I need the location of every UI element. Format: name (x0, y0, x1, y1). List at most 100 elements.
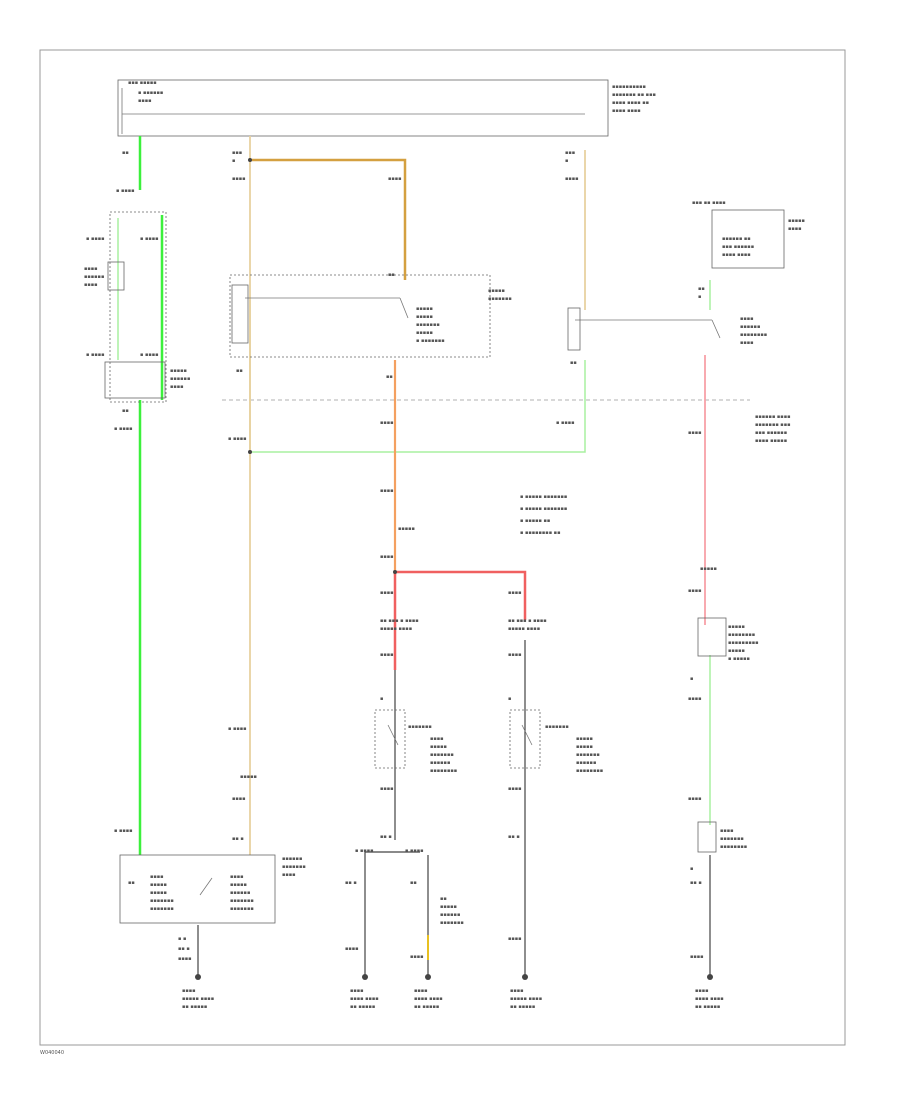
svg-text:▪ ▪▪▪▪: ▪ ▪▪▪▪ (228, 726, 247, 732)
svg-text:▪▪▪▪▪ ▪▪▪▪: ▪▪▪▪▪ ▪▪▪▪ (510, 996, 542, 1002)
bottom-center-connector: ▪▪ ▪▪▪▪▪ ▪▪▪▪▪▪ ▪▪▪▪▪▪▪ (440, 896, 464, 926)
svg-text:▪▪ ▪▪▪ ▪ ▪▪▪▪: ▪▪ ▪▪▪ ▪ ▪▪▪▪ (380, 618, 419, 624)
svg-text:▪: ▪ (690, 676, 693, 682)
svg-text:▪▪▪ ▪▪ ▪▪▪▪: ▪▪▪ ▪▪ ▪▪▪▪ (692, 200, 726, 206)
svg-text:▪▪▪▪▪▪▪▪▪▪: ▪▪▪▪▪▪▪▪▪▪ (612, 84, 646, 90)
svg-text:▪▪▪▪: ▪▪▪▪ (230, 874, 244, 880)
svg-text:▪▪▪▪▪: ▪▪▪▪▪ (728, 624, 745, 630)
svg-text:▪ ▪▪▪▪: ▪ ▪▪▪▪ (114, 828, 133, 834)
svg-text:▪ ▪▪▪▪▪ ▪▪▪▪▪▪▪: ▪ ▪▪▪▪▪ ▪▪▪▪▪▪▪ (520, 494, 567, 500)
svg-text:▪▪: ▪▪ (236, 368, 243, 374)
wire-light-green-return (249, 300, 586, 453)
svg-text:▪▪▪▪: ▪▪▪▪ (388, 176, 402, 182)
svg-text:▪▪▪: ▪▪▪ (565, 150, 575, 156)
svg-text:▪▪: ▪▪ (128, 880, 135, 886)
svg-text:▪ ▪: ▪ ▪ (178, 936, 186, 942)
svg-text:▪▪▪▪: ▪▪▪▪ (345, 946, 359, 952)
svg-text:▪ ▪▪▪▪: ▪ ▪▪▪▪ (140, 236, 159, 242)
svg-text:▪▪▪▪ ▪▪▪▪▪: ▪▪▪▪ ▪▪▪▪▪ (755, 438, 787, 444)
svg-text:▪▪ ▪▪▪ ▪ ▪▪▪▪: ▪▪ ▪▪▪ ▪ ▪▪▪▪ (508, 618, 547, 624)
svg-text:▪▪: ▪▪ (440, 896, 447, 902)
svg-text:▪▪▪▪ ▪▪▪▪: ▪▪▪▪ ▪▪▪▪ (722, 252, 751, 258)
svg-text:▪▪▪▪: ▪▪▪▪ (695, 988, 709, 994)
svg-text:▪▪ ▪▪▪▪▪: ▪▪ ▪▪▪▪▪ (414, 1004, 439, 1010)
svg-text:▪▪▪▪: ▪▪▪▪ (414, 988, 428, 994)
svg-text:▪▪▪▪: ▪▪▪▪ (510, 988, 524, 994)
svg-text:▪▪▪▪: ▪▪▪▪ (688, 588, 702, 594)
svg-text:▪▪▪▪: ▪▪▪▪ (380, 652, 394, 658)
svg-text:▪▪▪▪: ▪▪▪▪ (380, 590, 394, 596)
svg-text:▪▪▪▪▪▪▪: ▪▪▪▪▪▪▪ (230, 906, 254, 912)
svg-text:▪▪▪▪▪▪▪: ▪▪▪▪▪▪▪ (576, 752, 600, 758)
svg-text:▪▪▪▪▪: ▪▪▪▪▪ (488, 288, 505, 294)
svg-text:▪▪ ▪: ▪▪ ▪ (345, 880, 357, 886)
svg-text:▪▪▪▪: ▪▪▪▪ (720, 828, 734, 834)
svg-text:▪▪▪▪▪: ▪▪▪▪▪ (416, 330, 433, 336)
svg-text:▪▪▪▪: ▪▪▪▪ (282, 872, 296, 878)
svg-text:▪▪: ▪▪ (122, 408, 129, 414)
svg-text:▪▪ ▪▪▪▪▪: ▪▪ ▪▪▪▪▪ (350, 1004, 375, 1010)
svg-text:▪▪▪▪▪: ▪▪▪▪▪ (440, 904, 457, 910)
svg-text:▪▪▪▪: ▪▪▪▪ (508, 652, 522, 658)
svg-text:▪▪▪▪▪▪▪: ▪▪▪▪▪▪▪ (440, 920, 464, 926)
svg-text:▪▪▪▪▪▪▪▪: ▪▪▪▪▪▪▪▪ (720, 844, 747, 850)
svg-text:▪▪▪▪ ▪▪▪▪: ▪▪▪▪ ▪▪▪▪ (350, 996, 379, 1002)
svg-text:▪: ▪ (690, 866, 693, 872)
right-switch: ▪▪▪▪ ▪▪▪▪▪▪▪ ▪▪▪▪▪▪▪▪ (697, 821, 747, 853)
svg-text:▪▪▪▪▪▪▪▪: ▪▪▪▪▪▪▪▪ (430, 768, 457, 774)
svg-text:▪▪ ▪: ▪▪ ▪ (508, 834, 520, 840)
svg-text:▪: ▪ (565, 158, 568, 164)
svg-text:▪▪▪▪▪▪▪▪▪: ▪▪▪▪▪▪▪▪▪ (728, 640, 759, 646)
svg-text:▪▪▪▪: ▪▪▪▪ (380, 488, 394, 494)
svg-text:▪▪▪ ▪▪▪▪▪: ▪▪▪ ▪▪▪▪▪ (128, 80, 157, 86)
svg-text:▪▪▪▪: ▪▪▪▪ (410, 954, 424, 960)
svg-text:▪▪▪▪▪▪▪: ▪▪▪▪▪▪▪ (230, 898, 254, 904)
svg-text:▪▪ ▪: ▪▪ ▪ (690, 880, 702, 886)
svg-text:▪▪▪▪▪▪: ▪▪▪▪▪▪ (230, 890, 250, 896)
svg-text:▪ ▪▪▪▪: ▪ ▪▪▪▪ (116, 188, 135, 194)
svg-text:▪▪: ▪▪ (386, 374, 393, 380)
svg-text:▪ ▪▪▪▪: ▪ ▪▪▪▪ (355, 848, 374, 854)
diagram-border (39, 49, 846, 1046)
splice-dot-icon (248, 158, 397, 574)
svg-text:▪▪▪▪▪▪: ▪▪▪▪▪▪ (170, 376, 190, 382)
wire-labels: ▪▪ ▪ ▪▪▪▪ ▪ ▪▪▪▪ ▪ ▪▪▪▪ ▪ ▪▪▪▪ ▪ ▪▪▪▪ ▪▪… (86, 150, 717, 962)
svg-text:▪: ▪ (380, 696, 383, 702)
svg-text:▪▪▪▪: ▪▪▪▪ (508, 786, 522, 792)
top-right-fuse: ▪▪▪ ▪▪ ▪▪▪▪ ▪▪▪▪▪▪ ▪▪ ▪▪▪ ▪▪▪▪▪▪ ▪▪▪▪ ▪▪… (692, 200, 805, 269)
svg-text:▪▪▪▪▪: ▪▪▪▪▪ (430, 744, 447, 750)
svg-text:▪▪ ▪: ▪▪ ▪ (380, 834, 392, 840)
svg-text:▪▪▪▪: ▪▪▪▪ (84, 266, 98, 272)
svg-text:▪▪▪▪ ▪▪▪▪: ▪▪▪▪ ▪▪▪▪ (414, 996, 443, 1002)
svg-text:▪▪▪▪▪: ▪▪▪▪▪ (416, 314, 433, 320)
svg-text:▪▪▪▪▪: ▪▪▪▪▪ (700, 566, 717, 572)
svg-text:▪▪▪▪: ▪▪▪▪ (84, 282, 98, 288)
svg-text:▪ ▪▪▪▪▪ ▪▪▪▪▪▪▪: ▪ ▪▪▪▪▪ ▪▪▪▪▪▪▪ (520, 506, 567, 512)
svg-text:▪▪▪▪▪▪▪: ▪▪▪▪▪▪▪ (545, 724, 569, 730)
svg-text:▪▪▪▪: ▪▪▪▪ (740, 316, 754, 322)
svg-text:▪▪▪▪: ▪▪▪▪ (565, 176, 579, 182)
svg-text:▪▪▪▪▪▪▪▪: ▪▪▪▪▪▪▪▪ (576, 768, 603, 774)
svg-text:▪ ▪▪▪▪▪▪: ▪ ▪▪▪▪▪▪ (138, 90, 163, 96)
svg-text:▪▪▪▪▪▪ ▪▪: ▪▪▪▪▪▪ ▪▪ (722, 236, 751, 242)
right-sensor: ▪▪▪▪▪ ▪▪▪▪▪▪▪▪ ▪▪▪▪▪▪▪▪▪ ▪▪▪▪▪ ▪ ▪▪▪▪▪ (697, 617, 759, 662)
svg-text:▪▪▪▪ ▪▪▪▪: ▪▪▪▪ ▪▪▪▪ (695, 996, 724, 1002)
svg-text:▪ ▪▪▪▪▪ ▪▪: ▪ ▪▪▪▪▪ ▪▪ (520, 518, 550, 524)
svg-text:▪▪▪▪: ▪▪▪▪ (150, 874, 164, 880)
svg-text:▪▪▪▪: ▪▪▪▪ (380, 786, 394, 792)
svg-text:▪▪▪▪▪ ▪▪▪▪: ▪▪▪▪▪ ▪▪▪▪ (380, 626, 412, 632)
svg-text:▪▪: ▪▪ (388, 272, 395, 278)
svg-text:▪▪▪▪▪▪▪▪: ▪▪▪▪▪▪▪▪ (740, 332, 767, 338)
svg-text:▪▪▪▪▪▪▪▪: ▪▪▪▪▪▪▪▪ (728, 632, 755, 638)
svg-text:▪▪▪▪ ▪▪▪▪ ▪▪: ▪▪▪▪ ▪▪▪▪ ▪▪ (612, 100, 649, 106)
svg-text:▪▪▪: ▪▪▪ (232, 150, 242, 156)
svg-text:▪▪▪▪▪: ▪▪▪▪▪ (150, 882, 167, 888)
svg-text:▪▪ ▪▪▪▪▪: ▪▪ ▪▪▪▪▪ (510, 1004, 535, 1010)
svg-text:▪: ▪ (508, 696, 511, 702)
left-switch-module: ▪▪▪▪ ▪▪▪▪▪▪ ▪▪▪▪ ▪▪▪▪▪ ▪▪▪▪▪▪ ▪▪▪▪ (84, 211, 190, 403)
svg-text:▪▪: ▪▪ (698, 286, 705, 292)
svg-text:▪▪▪▪▪▪: ▪▪▪▪▪▪ (740, 324, 760, 330)
svg-text:▪ ▪▪▪▪: ▪ ▪▪▪▪ (86, 352, 105, 358)
svg-text:▪▪▪▪▪▪: ▪▪▪▪▪▪ (430, 760, 450, 766)
svg-text:▪▪▪▪: ▪▪▪▪ (740, 340, 754, 346)
